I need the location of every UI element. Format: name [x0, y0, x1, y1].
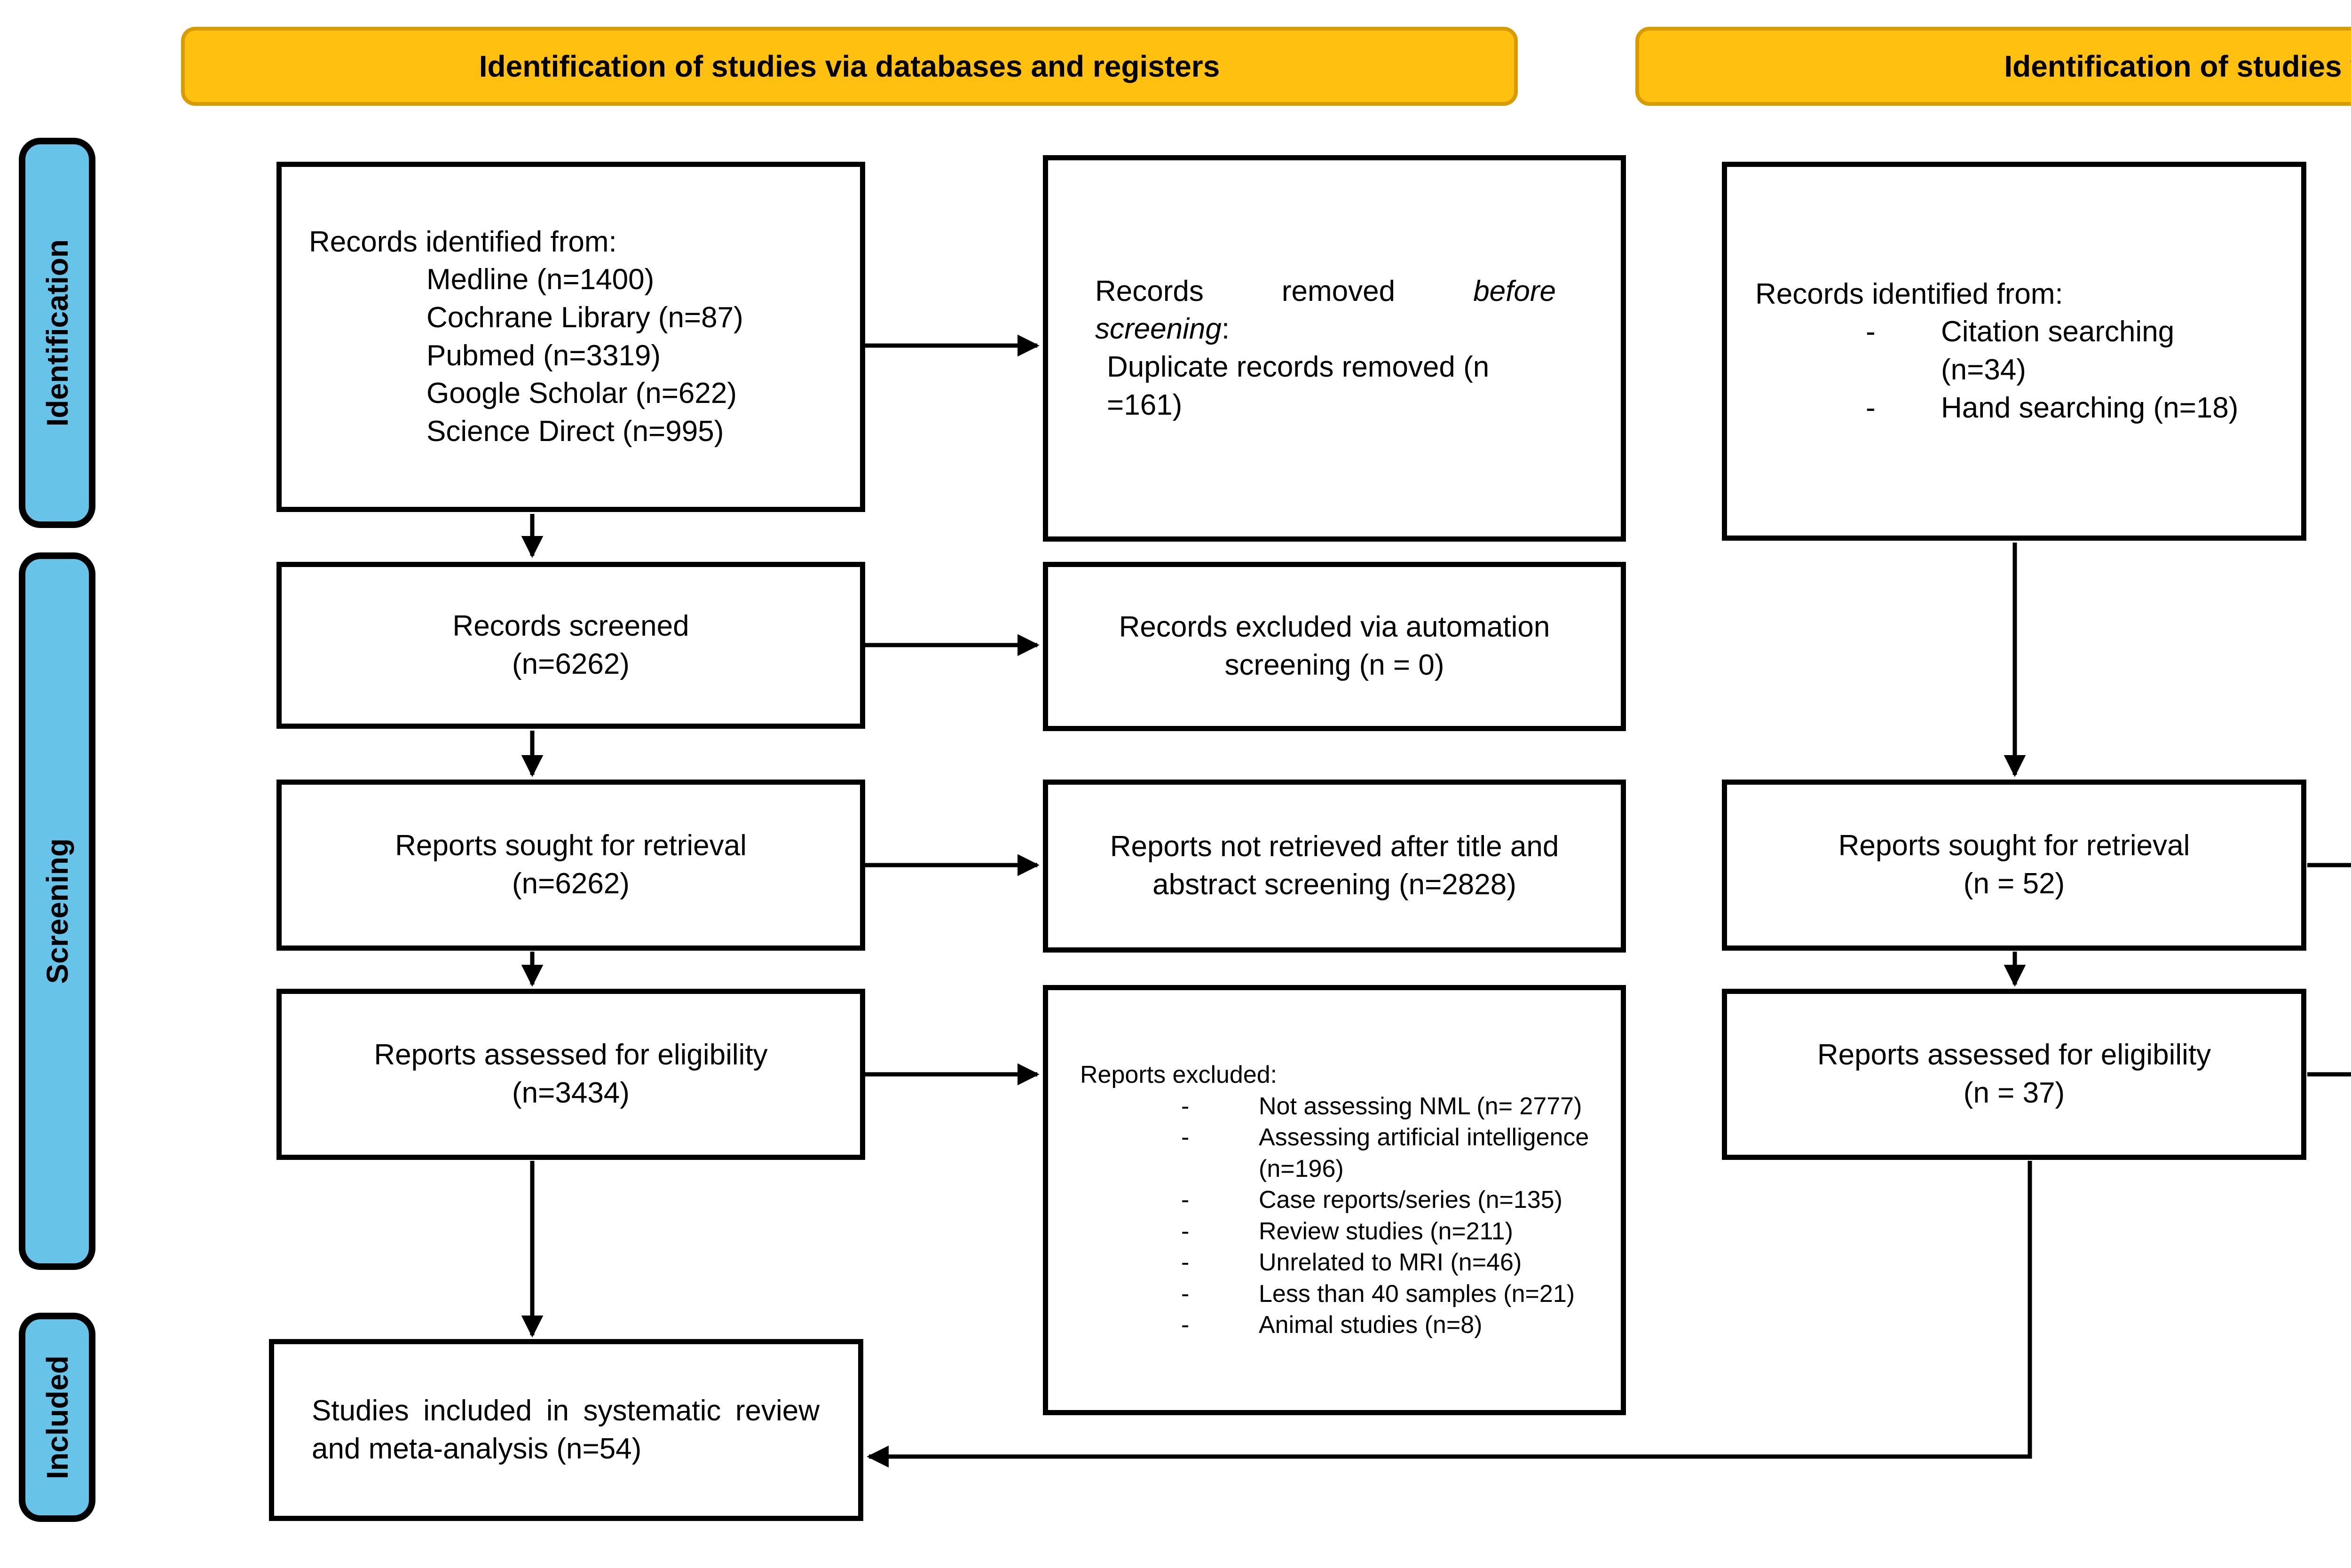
list-item-medline: Medline (n=1400)	[426, 263, 655, 296]
list-item-science-direct: Science Direct (n=995)	[426, 415, 724, 448]
box-line-1: Reports sought for retrieval	[1838, 829, 2190, 862]
dash-marker: -	[1181, 1092, 1190, 1120]
list-item-cochrane: Cochrane Library (n=87)	[426, 301, 743, 334]
phase-screening-text: Screening	[40, 838, 74, 984]
dash-marker: -	[1866, 391, 1876, 424]
box-line-2: (n=3434)	[512, 1077, 630, 1109]
list-item-review-studies: - Review studies (n=211)	[1181, 1216, 1611, 1247]
box-reports-excluded-databases: Reports excluded: - Not assessing NML (n…	[1043, 985, 1626, 1415]
list-item-animal-studies: - Animal studies (n=8)	[1181, 1309, 1611, 1341]
box-records-identified-databases: Records identified from: Medline (n=1400…	[276, 162, 865, 512]
dash-marker: -	[1181, 1217, 1190, 1245]
item-text: Not assessing NML (n= 2777)	[1259, 1092, 1582, 1120]
list-item-not-assessing-nml: - Not assessing NML (n= 2777)	[1181, 1091, 1611, 1122]
item-text: Review studies (n=211)	[1259, 1217, 1513, 1245]
banner-other-methods: Identification of studies via other meth…	[1635, 27, 2351, 106]
list-item-artificial-intelligence: - Assessing artificial intelligence (n=1…	[1181, 1122, 1611, 1184]
list-item-citation-searching: - Citation searching (n=34)	[1866, 313, 2287, 389]
box-records-identified-other: Records identified from: - Citation sear…	[1722, 162, 2306, 541]
box-title: Records removed before screening:	[1095, 273, 1556, 348]
list-item-case-reports: - Case reports/series (n=135)	[1181, 1184, 1611, 1216]
arrow-other-assessed-to-included	[867, 1161, 2032, 1468]
list-item-google-scholar: Google Scholar (n=622)	[426, 377, 737, 410]
box-records-removed-before-screening: Records removed before screening: Duplic…	[1043, 155, 1626, 542]
box-line-2: (n=6262)	[512, 867, 630, 900]
box-records-screened: Records screened (n=6262)	[276, 562, 865, 729]
box-line-2: (n = 37)	[1963, 1077, 2065, 1109]
list-item-less-than-40: - Less than 40 samples (n=21)	[1181, 1278, 1611, 1310]
dash-marker: -	[1181, 1124, 1190, 1151]
box-text: Records excluded via automation screenin…	[1119, 611, 1550, 681]
item-text: Animal studies (n=8)	[1259, 1311, 1483, 1339]
box-line-2: (n=6262)	[512, 647, 630, 680]
box-records-excluded-automation: Records excluded via automation screenin…	[1043, 562, 1626, 731]
dash-marker: -	[1181, 1280, 1190, 1308]
list-item-pubmed: Pubmed (n=3319)	[426, 339, 661, 372]
box-reports-sought-databases: Reports sought for retrieval (n=6262)	[276, 780, 865, 951]
banner-other-label: Identification of studies via other meth…	[2004, 49, 2351, 83]
title-colon: :	[1221, 313, 1230, 346]
phase-label-screening: Screening	[19, 552, 95, 1270]
box-text: Studies included in systematic review an…	[312, 1394, 820, 1465]
phase-label-identification: Identification	[19, 138, 95, 528]
item-text: Hand searching (n=18)	[1941, 391, 2239, 424]
phase-identification-text: Identification	[40, 239, 74, 427]
box-title: Reports excluded:	[1080, 1061, 1278, 1089]
box-reports-not-retrieved-databases: Reports not retrieved after title and ab…	[1043, 780, 1626, 953]
box-reports-assessed-databases: Reports assessed for eligibility (n=3434…	[276, 989, 865, 1160]
box-line-2: (n = 52)	[1963, 867, 2065, 900]
item-text: Less than 40 samples (n=21)	[1259, 1280, 1575, 1308]
phase-label-included: Included	[19, 1313, 95, 1522]
box-line-1: Records screened	[452, 609, 689, 642]
dash-marker: -	[1181, 1186, 1190, 1214]
box-title: Records identified from:	[309, 225, 617, 258]
item-text: Unrelated to MRI (n=46)	[1259, 1249, 1522, 1276]
box-reports-sought-other: Reports sought for retrieval (n = 52)	[1722, 780, 2306, 951]
title-regular: Records removed	[1095, 275, 1396, 307]
item-text: Case reports/series (n=135)	[1259, 1186, 1562, 1214]
box-studies-included: Studies included in systematic review an…	[269, 1339, 863, 1521]
item-text: Citation searching (n=34)	[1941, 315, 2175, 386]
box-reports-assessed-other: Reports assessed for eligibility (n = 37…	[1722, 989, 2306, 1160]
title-italic: before screening	[1095, 275, 1556, 346]
dash-marker: -	[1181, 1311, 1190, 1339]
box-line-1: Reports assessed for eligibility	[374, 1039, 768, 1072]
list-item-unrelated-mri: - Unrelated to MRI (n=46)	[1181, 1247, 1611, 1278]
list-item-hand-searching: - Hand searching (n=18)	[1866, 389, 2287, 427]
box-line-1: Reports sought for retrieval	[395, 829, 747, 862]
box-text: Reports not retrieved after title and ab…	[1110, 830, 1559, 901]
dash-marker: -	[1866, 315, 1876, 348]
phase-included-text: Included	[40, 1355, 74, 1480]
banner-databases-registers: Identification of studies via databases …	[181, 27, 1518, 106]
box-line-1: Reports assessed for eligibility	[1817, 1039, 2211, 1072]
dash-marker: -	[1181, 1249, 1190, 1276]
box-title: Records identified from:	[1755, 277, 2063, 310]
item-text: Assessing artificial intelligence (n=196…	[1259, 1124, 1589, 1182]
list-item-duplicates-removed: Duplicate records removed (n =161)	[1107, 351, 1490, 421]
banner-databases-label: Identification of studies via databases …	[479, 49, 1220, 83]
